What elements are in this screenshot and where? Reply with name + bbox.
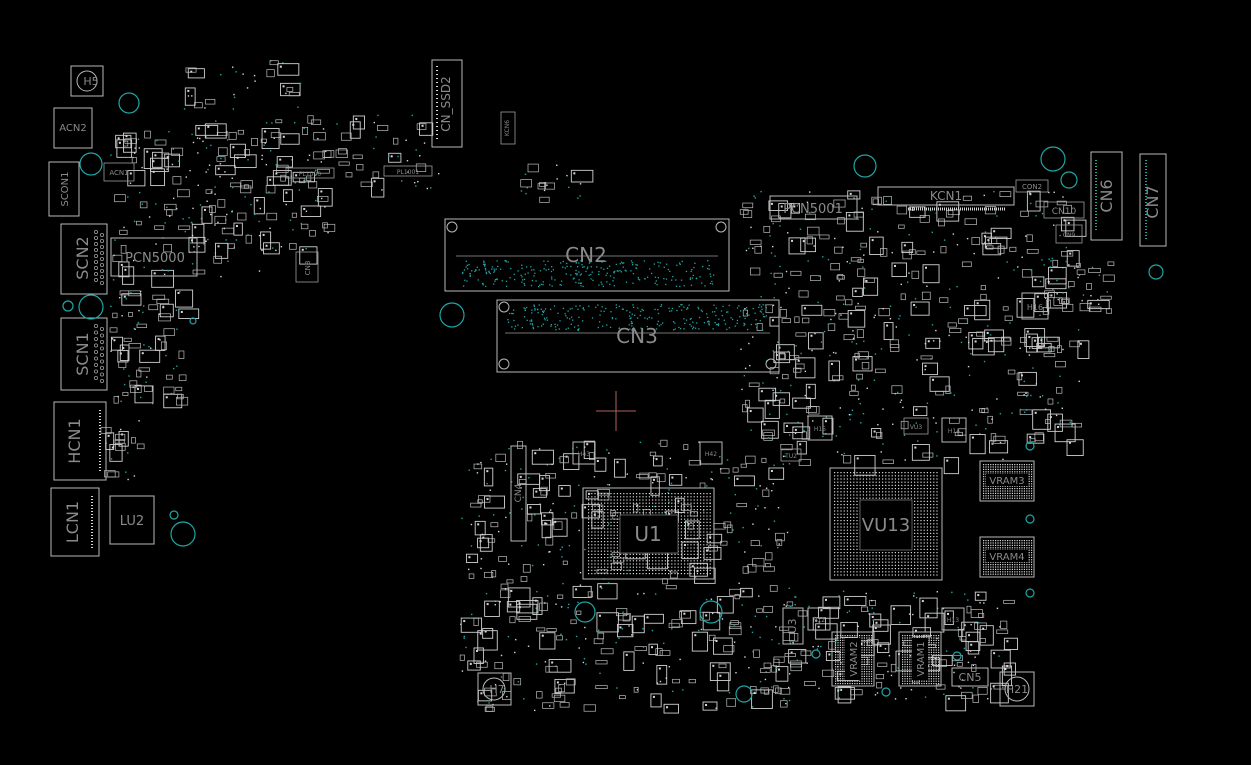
connector-cn7[interactable]: CN7 (1139, 153, 1167, 247)
chip-tu2[interactable]: TU2 (780, 448, 802, 462)
vram3-chip[interactable]: VRAM3 (979, 460, 1035, 502)
via-rings (62, 92, 1164, 703)
vu13-label: VU13 (862, 515, 910, 536)
connector-lcn1[interactable]: LCN1 (50, 487, 100, 557)
mount-hole-h42[interactable]: H42 (699, 441, 723, 465)
mount-hole-h43[interactable]: H43 (572, 441, 596, 465)
connector-kcn1[interactable]: KCN1 (877, 186, 1015, 211)
connector-acn1[interactable]: ACN1 (103, 162, 135, 182)
origin-crosshair (596, 391, 636, 431)
connector-cn-ssd2[interactable]: CN_SSD2 (431, 59, 463, 148)
connector-scon1[interactable]: SCON1 (48, 161, 80, 217)
mount-hole-h14[interactable]: H14 (941, 417, 967, 443)
u1-label: U1 (634, 522, 661, 546)
connector-cn4[interactable]: CN4 (510, 445, 527, 542)
mount-hole-h16[interactable]: H16 (1021, 292, 1049, 320)
connector-kcn6[interactable]: KCN6 (500, 111, 516, 145)
connector-hcn1[interactable]: HCN1 (53, 401, 107, 481)
connector-cn9[interactable]: CN9 (1055, 224, 1083, 244)
svg-text:VRAM3: VRAM3 (989, 476, 1024, 487)
connector-cn3[interactable]: CN3 (496, 299, 780, 373)
cn2-label: CN2 (565, 243, 607, 267)
mount-hole-h12[interactable]: H12 (807, 607, 831, 631)
connector-scn2[interactable]: SCN2 (60, 223, 108, 295)
connector-cn10[interactable]: CN10 (1043, 201, 1085, 219)
connector-acn2[interactable]: ACN2 (53, 107, 93, 149)
mount-hole-h15[interactable]: H15 (807, 415, 833, 441)
cn3-label: CN3 (616, 324, 658, 348)
inductor-pl1000[interactable]: PL1000 (285, 167, 335, 179)
cpu-u1[interactable]: U1 (582, 487, 715, 580)
gpu-vu13[interactable]: VU13 (829, 467, 943, 581)
inductor-pl1001[interactable]: PL1001 (383, 165, 433, 177)
connector-cn6[interactable]: CN6 (1090, 151, 1123, 241)
vram1-chip[interactable]: VRAM1 (898, 631, 942, 687)
scattered-pads (100, 60, 1115, 714)
vram4-chip[interactable]: VRAM4 (979, 536, 1035, 578)
connector-cn5[interactable]: CN5 (951, 667, 989, 687)
chip-lu2[interactable]: LU2 (109, 495, 155, 545)
connector-cn2[interactable]: CN2 (444, 218, 730, 292)
mount-hole-h5[interactable]: H5 (70, 65, 104, 97)
vram2-chip[interactable]: VRAM2 (831, 631, 875, 687)
connector-con2[interactable]: CON2 (1015, 179, 1049, 193)
mount-hole-h13[interactable]: H13 (941, 607, 965, 631)
connector-cn8[interactable]: CN8 (295, 251, 319, 283)
chip-u3[interactable]: U3 (782, 607, 804, 645)
connector-scn1[interactable]: SCN1 (60, 317, 108, 391)
chip-vu3[interactable]: VU3 (903, 417, 929, 435)
mount-hole-h21[interactable]: H21 (999, 671, 1035, 707)
connector-pcn5000[interactable]: PCN5000 (110, 237, 198, 277)
connector-pcn5001[interactable]: PCN5001 (769, 195, 858, 220)
mount-hole-h7[interactable]: H7 (477, 672, 512, 706)
